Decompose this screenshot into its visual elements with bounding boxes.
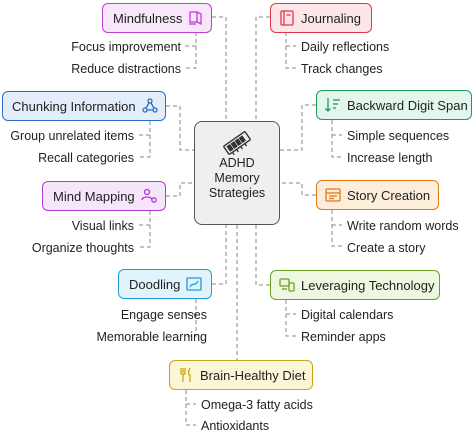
bracket-doodling: [184, 299, 197, 337]
connector-story-creation: [280, 182, 316, 196]
node-backward-digit-span: Backward Digit Span: [316, 90, 472, 120]
node-chunking: Chunking Information: [2, 91, 166, 121]
book-hand-icon: [189, 11, 203, 26]
node-journaling: Journaling: [270, 3, 372, 33]
technology-icon: [279, 278, 295, 292]
center-title-line3: Strategies: [208, 186, 266, 200]
memory-chip-icon: [223, 131, 251, 156]
story-creation-item-2: Create a story: [347, 241, 426, 255]
leveraging-technology-item-1: Digital calendars: [301, 308, 394, 322]
connector-chunking: [166, 105, 194, 151]
node-mindfulness: Mindfulness: [102, 3, 212, 33]
doodling-item-2: Memorable learning: [96, 330, 207, 344]
brain-healthy-diet-item-1: Omega-3 fatty acids: [201, 398, 313, 412]
connector-journaling: [255, 16, 270, 121]
bracket-backward-digit-span: [331, 120, 342, 158]
network-icon: [141, 98, 158, 113]
node-story-creation-label: Story Creation: [347, 187, 431, 203]
center-title-line1: ADHD: [219, 156, 255, 170]
node-story-creation: Story Creation: [316, 180, 439, 210]
bracket-mind-mapping: [138, 211, 151, 248]
leveraging-technology-item-2: Reminder apps: [301, 330, 386, 344]
node-chunking-label: Chunking Information: [12, 98, 136, 114]
bracket-brain-healthy-diet: [185, 390, 196, 426]
story-creation-item-1: Write random words: [347, 219, 459, 233]
node-brain-healthy-diet-label: Brain-Healthy Diet: [200, 367, 306, 383]
people-network-icon: [141, 188, 157, 203]
node-doodling-label: Doodling: [129, 276, 181, 292]
connector-backward-digit-span: [280, 104, 316, 151]
bracket-story-creation: [331, 210, 342, 247]
node-backward-digit-span-label: Backward Digit Span: [347, 97, 468, 113]
node-journaling-label: Journaling: [301, 10, 361, 26]
bracket-chunking: [138, 121, 151, 158]
bracket-leveraging-technology: [285, 300, 296, 337]
backward-digit-span-item-1: Simple sequences: [347, 129, 450, 143]
node-leveraging-technology: Leveraging Technology: [270, 270, 440, 300]
storybook-icon: [325, 188, 341, 202]
journaling-item-2: Track changes: [301, 62, 383, 76]
brain-healthy-diet-item-2: Antioxidants: [201, 419, 270, 433]
chunking-item-2: Recall categories: [38, 151, 134, 165]
drawing-canvas-icon: [186, 277, 202, 291]
notebook-icon: [280, 10, 294, 26]
connector-doodling: [212, 225, 227, 285]
node-brain-healthy-diet: Brain-Healthy Diet: [169, 360, 313, 390]
node-mindfulness-label: Mindfulness: [113, 10, 183, 26]
bracket-journaling: [285, 32, 296, 69]
mind-mapping-item-1: Visual links: [71, 219, 134, 233]
bracket-mindfulness: [184, 32, 197, 69]
connector-mind-mapping: [166, 182, 194, 197]
sort-descending-icon: [325, 98, 340, 112]
doodling-item-1: Engage senses: [120, 308, 207, 322]
connector-mindfulness: [212, 16, 227, 121]
center-node: ADHD Memory Strategies: [194, 121, 280, 225]
backward-digit-span-item-2: Increase length: [347, 151, 433, 165]
mindfulness-item-1: Focus improvement: [71, 40, 181, 54]
center-title-line2: Memory: [214, 171, 260, 185]
node-mind-mapping: Mind Mapping: [42, 181, 166, 211]
node-doodling: Doodling: [118, 269, 212, 299]
mindfulness-item-2: Reduce distractions: [71, 62, 181, 76]
chunking-item-1: Group unrelated items: [10, 129, 134, 143]
node-mind-mapping-label: Mind Mapping: [53, 188, 135, 204]
connector-leveraging-technology: [255, 225, 270, 286]
node-leveraging-technology-label: Leveraging Technology: [301, 277, 435, 293]
journaling-item-1: Daily reflections: [301, 40, 390, 54]
mind-mapping-item-2: Organize thoughts: [31, 241, 134, 255]
fork-knife-icon: [180, 367, 191, 382]
